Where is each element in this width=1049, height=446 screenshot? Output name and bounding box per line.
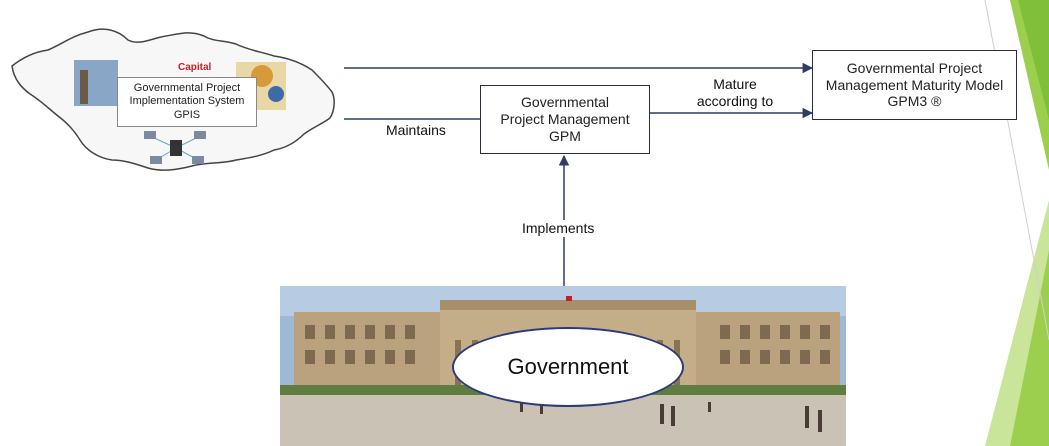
gpm3-box: Governmental Project Management Maturity… [812,50,1017,120]
people [520,402,822,432]
gpis-box: Governmental Project Implementation Syst… [117,77,257,127]
maintains-label: Maintains [386,122,446,138]
government-oval: Government [452,327,684,407]
building-windows [305,325,830,364]
mature-line2: according to [696,92,774,109]
gpm-line1: Governmental [521,94,609,111]
crane-icon [80,70,88,104]
gpis-line1: Governmental Project [133,82,241,95]
capital-label: Capital [178,62,212,73]
gpm3-line1: Governmental Project [846,59,983,76]
network-diagram-icon [144,131,206,164]
green-accent-top-dark [1018,0,1049,120]
flag-icon [566,296,572,301]
gpm-line3: GPM [549,127,581,144]
gpis-line3: GPIS [173,108,201,121]
gpm-line2: Project Management [500,111,630,128]
gpm-box: Governmental Project Management GPM [480,85,650,154]
gpis-line2: Implementation System [129,95,245,108]
mature-line1: Mature [713,76,757,92]
mature-label: Mature according to [680,76,790,110]
gpm3-line3: GPM3 ® [887,93,942,110]
gpm3-line2: Management Maturity Model [825,76,1004,93]
implements-label: Implements [521,220,596,237]
clock-icon [268,86,284,102]
green-accent-bottom-dark [1010,250,1049,446]
